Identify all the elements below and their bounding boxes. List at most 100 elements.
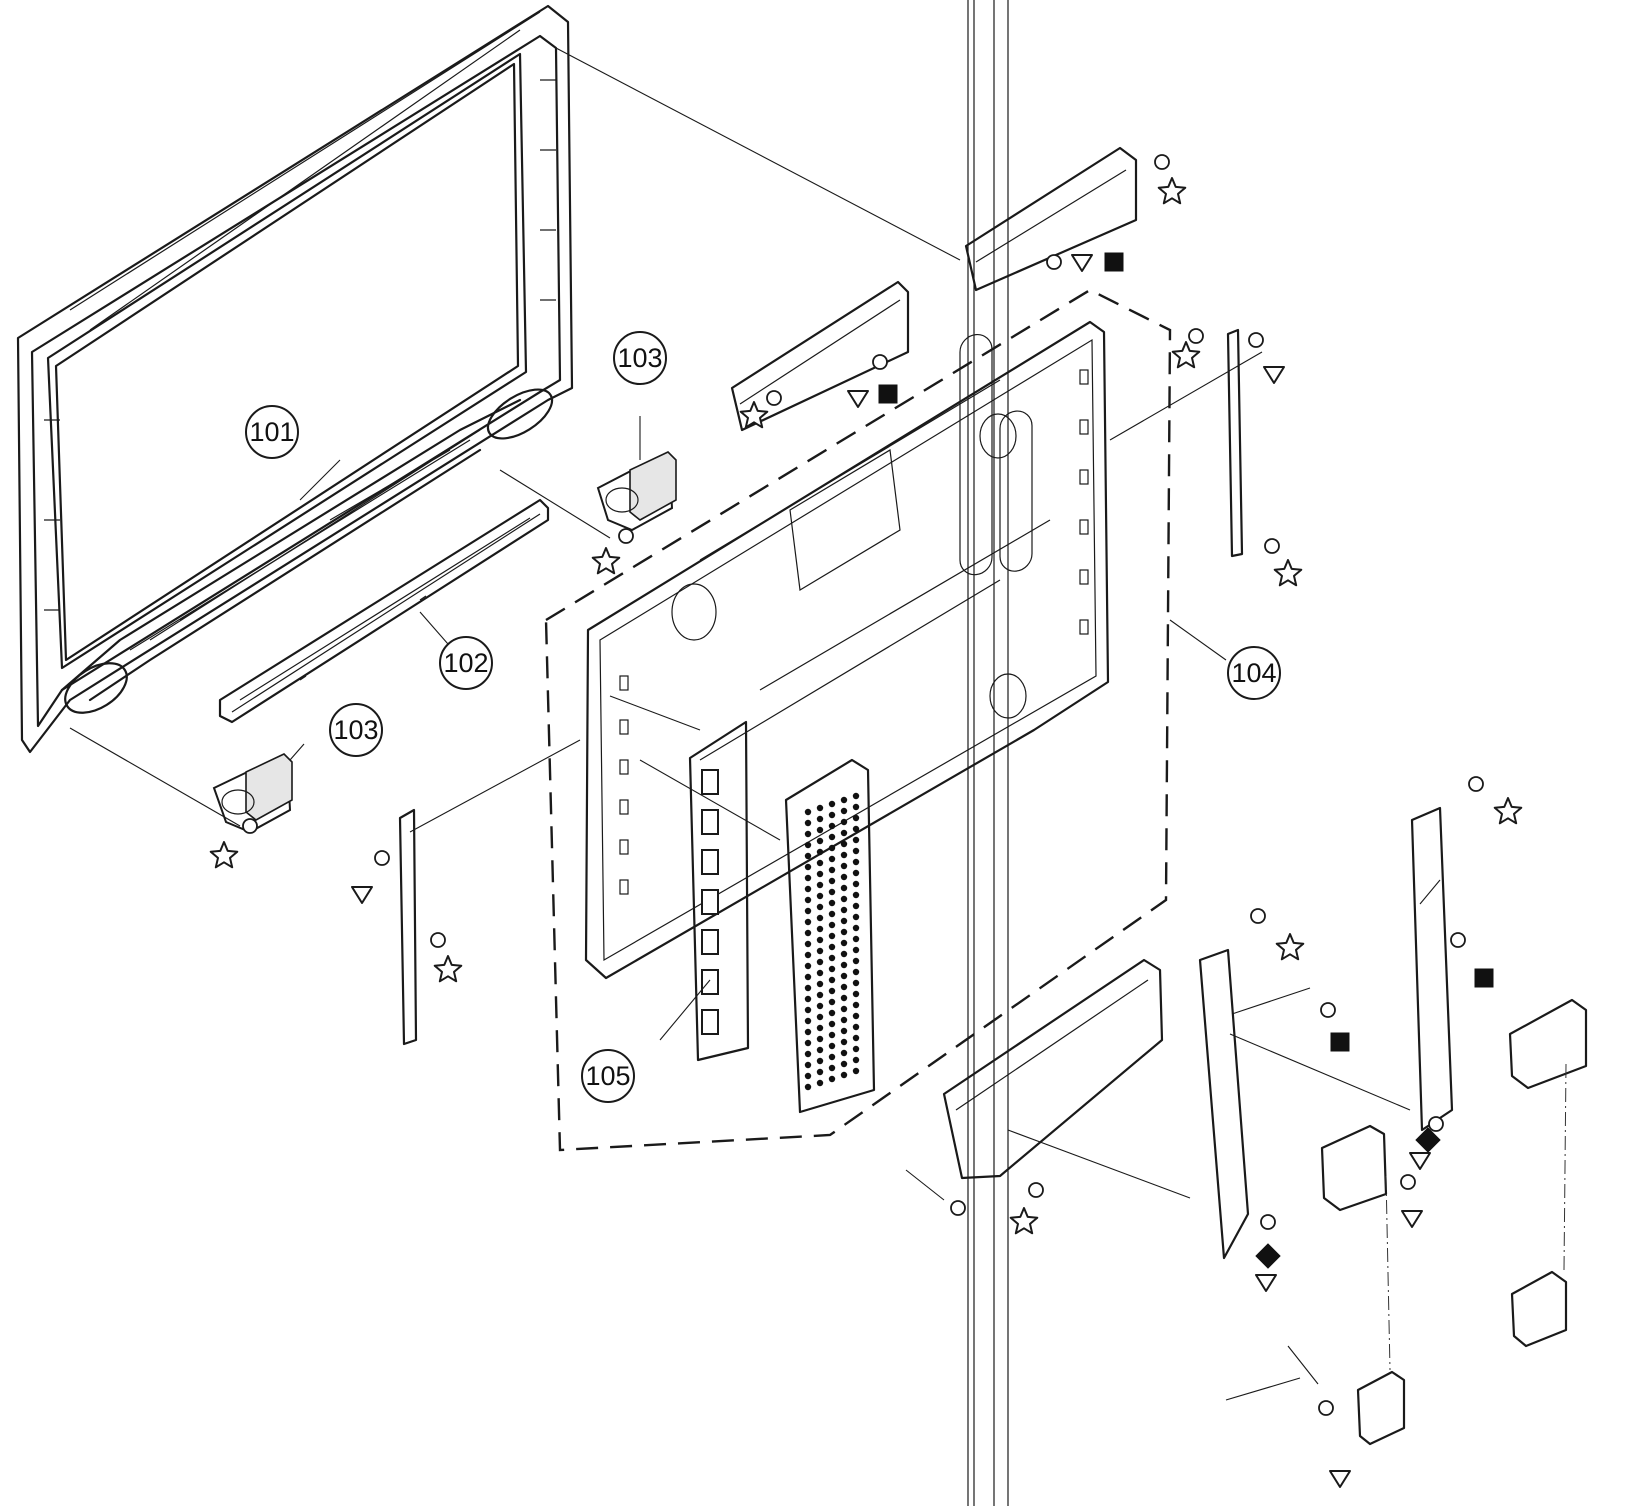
callout-102: 102 [439,636,493,690]
shield-hole [816,1013,824,1021]
triangle-icon [1329,1470,1351,1488]
shield-hole [828,987,836,995]
shield-hole [828,833,836,841]
shield-hole [828,965,836,973]
bottom-bracket-strip [218,498,550,724]
scan-guide-lines [967,0,1009,1506]
shield-hole [816,1079,824,1087]
shield-hole [840,928,848,936]
callout-103-upper: 103 [613,331,667,385]
shield-hole [804,918,812,926]
alignment-line [1385,1175,1391,1371]
inverter-board-shield [784,758,876,1114]
shield-hole [804,819,812,827]
shield-hole [840,906,848,914]
shield-hole [804,940,812,948]
triangle-icon [1263,366,1285,384]
shield-hole [852,913,860,921]
shield-hole [840,972,848,980]
shield-hole [828,811,836,819]
square-icon [1330,1032,1350,1052]
shield-hole [852,979,860,987]
shield-hole [852,1023,860,1031]
shield-hole [852,803,860,811]
shield-hole [852,847,860,855]
shield-hole [804,863,812,871]
bracket-right-tall [1410,806,1454,1132]
shield-hole [852,957,860,965]
shield-hole [804,1028,812,1036]
shield-hole [828,822,836,830]
star-icon [1273,559,1303,587]
shield-hole [852,1012,860,1020]
shield-hole [840,961,848,969]
screws [242,154,1484,1416]
shield-hole [840,818,848,826]
shield-hole [816,826,824,834]
callout-label: 103 [617,343,662,373]
shield-hole [852,858,860,866]
shield-hole [840,1005,848,1013]
shield-hole [816,991,824,999]
shield-hole [816,947,824,955]
shield-hole [828,954,836,962]
shield-hole [840,917,848,925]
shield-hole [816,859,824,867]
shield-hole [816,892,824,900]
shield-hole [852,1034,860,1042]
square-icon [1474,968,1494,988]
triangle-icon [351,886,373,904]
shield-hole [852,869,860,877]
rear-chassis-panel [584,320,1110,980]
shield-hole [852,902,860,910]
shield-hole [852,990,860,998]
shield-hole [816,969,824,977]
square-icon [1104,252,1124,272]
bracket-small-1 [1320,1124,1388,1212]
assembly-dashed-boundary [544,288,1172,1152]
shield-hole [828,1053,836,1061]
shield-hole [804,1061,812,1069]
shield-hole [852,880,860,888]
shield-hole [828,921,836,929]
shield-hole [816,1046,824,1054]
shield-hole [840,1038,848,1046]
shield-hole [804,808,812,816]
shield-hole [828,899,836,907]
shield-hole [852,1001,860,1009]
triangle-icon [1401,1210,1423,1228]
callout-label: 104 [1231,658,1276,688]
shield-hole [816,848,824,856]
shield-hole [840,873,848,881]
shield-hole [840,1027,848,1035]
shield-hole [852,1067,860,1075]
shield-hole [804,1050,812,1058]
callout-label: 105 [585,1061,630,1091]
star-icon [1171,341,1201,369]
triangle-icon [1255,1274,1277,1292]
star-icon [739,401,769,429]
shield-hole [828,1064,836,1072]
star-icon [591,547,621,575]
shield-hole [804,1072,812,1080]
shield-hole [828,932,836,940]
shield-hole [840,807,848,815]
triangle-icon [1071,254,1093,272]
shield-hole [804,1083,812,1091]
shield-hole [816,980,824,988]
shield-hole [840,840,848,848]
star-icon [1157,177,1187,205]
shield-hole [804,841,812,849]
shield-hole [852,946,860,954]
shield-hole [816,903,824,911]
shield-hole [852,836,860,844]
shield-hole [852,891,860,899]
shield-hole [840,994,848,1002]
shield-hole [804,951,812,959]
callout-label: 103 [333,715,378,745]
top-bracket-center [730,280,910,432]
shield-hole [804,830,812,838]
shield-hole [816,1024,824,1032]
shield-hole [852,1056,860,1064]
shield-hole [816,804,824,812]
